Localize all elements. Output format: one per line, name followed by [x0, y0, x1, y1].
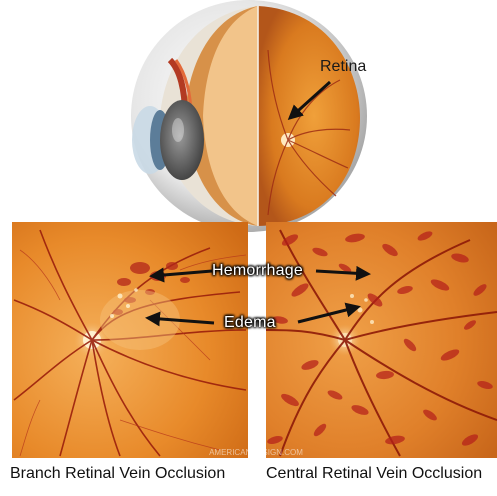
hemorrhage-label: Hemorrhage [212, 262, 303, 280]
caption-branch-rvo: Branch Retinal Vein Occlusion [10, 465, 225, 483]
branch-rvo-fundus-panel [12, 222, 248, 458]
retina-label: Retina [320, 58, 366, 76]
watermark: AMERICANDESIGN.COM [209, 448, 303, 457]
central-rvo-fundus-panel [266, 222, 497, 458]
eye-cross-section-illustration [131, 0, 367, 232]
edema-label: Edema [224, 314, 276, 332]
caption-central-rvo: Central Retinal Vein Occlusion [266, 465, 482, 483]
